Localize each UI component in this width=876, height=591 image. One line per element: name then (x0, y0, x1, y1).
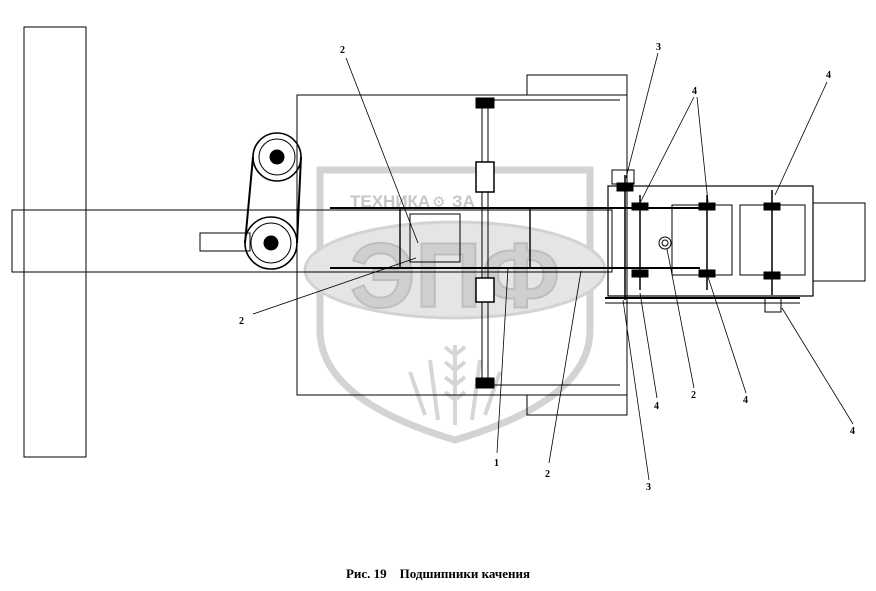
belt-drive (244, 132, 302, 270)
bearing-g (763, 271, 781, 280)
callout-right-bottom-4c: 4 (850, 426, 855, 437)
right-shafts (624, 175, 773, 300)
callout-center-2: 2 (545, 469, 550, 480)
callout-right-top-4b: 4 (826, 70, 831, 81)
upper-drive-box (611, 169, 635, 185)
gear-icon: ⚙ (432, 193, 445, 211)
right-center-hole-inner (661, 239, 669, 247)
leader-right-top-3 (625, 52, 659, 179)
figure-caption: Рис. 19 Подшипники качения (345, 566, 531, 581)
belt-left (244, 156, 254, 244)
upper-pulley-rim (258, 138, 296, 176)
leader-right-top-4a (639, 96, 695, 204)
callout-left-bottom-2: 2 (239, 316, 244, 327)
leader-right-top-4b (696, 96, 709, 203)
watermark-shield (316, 166, 594, 444)
horizontal-beam (11, 209, 613, 273)
left-vertical-beam (23, 26, 87, 458)
gearbox-inner (409, 213, 461, 263)
leader-right-top-4c (774, 81, 828, 196)
callout-right-top-3: 3 (656, 42, 661, 53)
callout-right-bottom-4b: 4 (743, 395, 748, 406)
right-end-block (812, 202, 866, 282)
callout-right-bottom-3: 3 (646, 482, 651, 493)
top-plate (526, 74, 628, 96)
leader-left-top-2 (345, 57, 419, 244)
leader-lines (252, 52, 854, 481)
leader-right-bottom-4a (639, 292, 658, 399)
callout-center-1: 1 (494, 458, 499, 469)
right-inner-box-a (671, 204, 733, 276)
leader-right-bottom-4c (781, 307, 854, 425)
callout-labels: 2 2 1 2 3 4 4 3 4 2 4 4 (239, 42, 855, 493)
bearing-f (698, 269, 716, 278)
callout-right-bottom-4a: 4 (654, 401, 659, 412)
lower-pulley-hub (263, 235, 279, 251)
upper-pulley-hub (269, 149, 285, 165)
lower-right-bracket (764, 297, 782, 313)
right-bearings (616, 182, 781, 280)
bearing-a (616, 182, 634, 192)
lower-pulley-rim (250, 222, 292, 264)
leader-left-bottom-2 (252, 257, 417, 315)
watermark-top-text-right: ЗА (452, 192, 475, 211)
leader-center-1 (496, 267, 509, 454)
leader-right-bottom-4b (707, 276, 747, 394)
bearing-d (763, 202, 781, 211)
wheat-icon (408, 345, 502, 425)
watermark-top-text: ТЕХНИКА (350, 192, 430, 211)
leader-center-2 (548, 270, 582, 464)
bottom-plate (526, 394, 628, 416)
beam-stub (199, 232, 251, 252)
machine-drawing (11, 26, 866, 458)
leader-right-bottom-2 (666, 248, 695, 389)
shaft-lower-coupling (475, 277, 495, 303)
bearing-b (631, 202, 649, 211)
shaft-bottom-bearing (475, 377, 495, 389)
bearing-c (698, 202, 716, 211)
callout-right-bottom-2: 2 (691, 390, 696, 401)
right-center-hole (658, 236, 672, 250)
shaft-upper-coupling (475, 161, 495, 193)
callout-left-top-2: 2 (340, 45, 345, 56)
leader-right-bottom-3 (622, 299, 650, 481)
callout-right-top-4a: 4 (692, 86, 697, 97)
belt-right (296, 156, 302, 244)
shaft-top-bearing (475, 97, 495, 109)
watermark: ТЕХНИКА ЗА ⚙ ЭПФ (303, 166, 607, 444)
watermark-big-text: ЭПФ (350, 225, 560, 327)
bearing-e (631, 269, 649, 278)
central-vertical-shaft (475, 97, 620, 389)
